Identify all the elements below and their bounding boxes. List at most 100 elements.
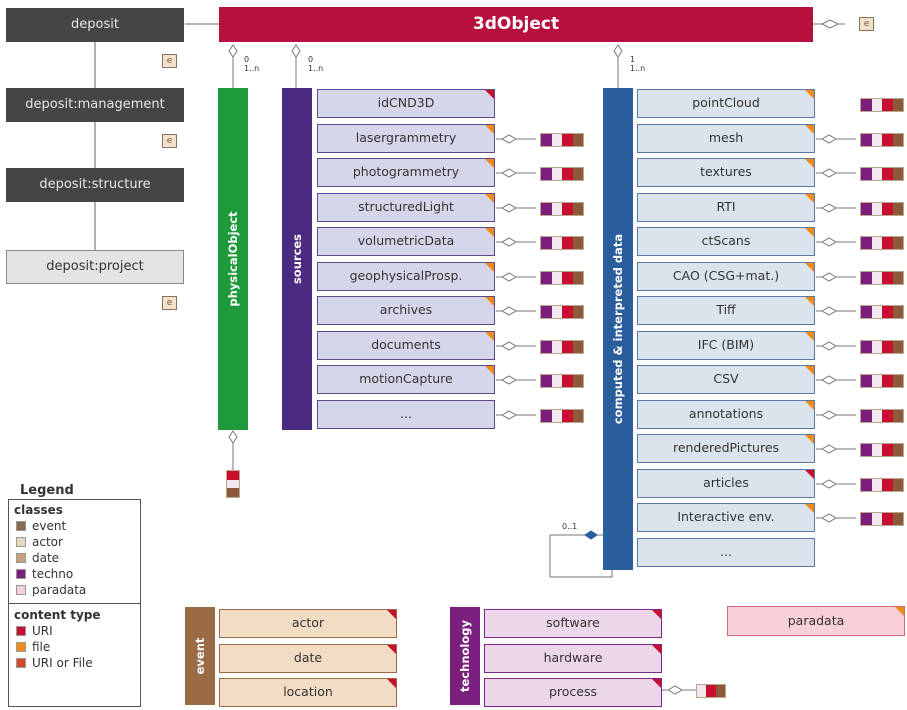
corner-icon xyxy=(387,644,396,654)
corner-icon xyxy=(805,193,814,203)
techno-chip xyxy=(540,167,584,181)
computed-item-2[interactable]: textures xyxy=(637,158,815,187)
legend-swatch xyxy=(16,537,26,547)
cardinality-sources: 0 1..n xyxy=(308,55,324,73)
source-item-7[interactable]: documents xyxy=(317,330,495,360)
computed-item-10[interactable]: renderedPictures xyxy=(637,434,815,463)
techno-chip xyxy=(540,270,584,285)
computed-item-12[interactable]: Interactive env. xyxy=(637,503,815,532)
aggregation-connector xyxy=(816,237,856,247)
legend-classes-row: actor xyxy=(9,534,140,550)
corner-icon xyxy=(387,610,396,619)
cardinality-computed: 1 1..n xyxy=(630,55,646,73)
aggregation-connector xyxy=(816,340,856,351)
computed-item-9[interactable]: annotations xyxy=(637,399,815,429)
corner-icon xyxy=(485,193,494,203)
sources-bar[interactable]: sources xyxy=(282,88,312,430)
expand-icon[interactable]: e xyxy=(162,54,177,68)
aggregation-connector xyxy=(816,444,856,454)
expand-icon[interactable]: e xyxy=(859,17,874,31)
legend-swatch xyxy=(16,658,26,668)
computed-item-label: annotations xyxy=(688,405,764,421)
legend-classes-title: classes xyxy=(14,503,63,517)
technology-item-1[interactable]: hardware xyxy=(484,643,662,673)
legend-swatch xyxy=(16,642,26,652)
event-item-1[interactable]: date xyxy=(219,643,397,673)
deposit-structure-box[interactable]: deposit:structure xyxy=(6,168,184,202)
source-item-9[interactable]: ... xyxy=(317,399,495,429)
deposit-project-box[interactable]: deposit:project xyxy=(6,250,184,284)
aggregation-connector xyxy=(816,271,856,282)
corner-icon xyxy=(805,400,814,410)
main-class-3dobject[interactable]: 3dObject xyxy=(219,7,813,42)
computed-item-8[interactable]: CSV xyxy=(637,365,815,394)
technology-bar[interactable]: technology xyxy=(450,607,480,705)
computed-item-1[interactable]: mesh xyxy=(637,123,815,153)
corner-icon xyxy=(805,124,814,134)
source-item-1[interactable]: lasergrammetry xyxy=(317,123,495,153)
computed-data-bar[interactable]: computed & interpreted data xyxy=(603,88,633,570)
corner-icon xyxy=(485,228,494,237)
process-chip xyxy=(696,684,726,698)
source-item-label: structuredLight xyxy=(358,198,454,214)
corner-icon xyxy=(485,159,494,168)
computed-item-label: CAO (CSG+mat.) xyxy=(672,267,780,283)
event-bar[interactable]: event xyxy=(185,607,215,705)
computed-item-13[interactable]: ... xyxy=(637,537,815,567)
technology-item-0[interactable]: software xyxy=(484,609,662,638)
source-item-5[interactable]: geophysicalProsp. xyxy=(317,261,495,291)
sources-label: sources xyxy=(290,233,304,285)
source-item-3[interactable]: structuredLight xyxy=(317,192,495,222)
event-item-2[interactable]: location xyxy=(219,678,397,707)
corner-icon xyxy=(895,607,904,616)
source-item-0[interactable]: idCND3D xyxy=(317,89,495,118)
techno-chip xyxy=(860,167,904,181)
source-item-8[interactable]: motionCapture xyxy=(317,365,495,394)
computed-item-7[interactable]: IFC (BIM) xyxy=(637,330,815,360)
computed-item-0[interactable]: pointCloud xyxy=(637,89,815,118)
techno-chip xyxy=(860,132,904,147)
techno-chip xyxy=(540,408,584,423)
computed-item-5[interactable]: CAO (CSG+mat.) xyxy=(637,261,815,291)
legend-label: event xyxy=(32,519,67,533)
event-item-0[interactable]: actor xyxy=(219,609,397,638)
event-item-label: date xyxy=(293,649,323,665)
computed-item-6[interactable]: Tiff xyxy=(637,296,815,325)
computed-item-label: CSV xyxy=(713,371,739,386)
source-item-4[interactable]: volumetricData xyxy=(317,227,495,256)
physical-object-label: physicalObject xyxy=(226,211,240,307)
technology-item-label: process xyxy=(548,684,598,699)
legend-swatch xyxy=(16,626,26,636)
technology-item-2[interactable]: process xyxy=(484,678,662,707)
legend-label: date xyxy=(32,551,60,565)
deposit-management-box[interactable]: deposit:management xyxy=(6,88,184,122)
expand-icon[interactable]: e xyxy=(162,296,177,310)
computed-item-label: ctScans xyxy=(701,233,751,248)
deposit-box[interactable]: deposit xyxy=(6,8,184,42)
aggregation-connector xyxy=(816,409,856,420)
legend-label: file xyxy=(32,640,51,654)
techno-chip xyxy=(540,236,584,250)
corner-icon xyxy=(805,262,814,272)
corner-icon xyxy=(652,644,661,654)
computed-item-11[interactable]: articles xyxy=(637,468,815,498)
paradata-box[interactable]: paradata xyxy=(727,606,905,636)
physical-object-bar[interactable]: physicalObject xyxy=(218,88,248,430)
expand-icon[interactable]: e xyxy=(162,134,177,148)
source-item-6[interactable]: archives xyxy=(317,296,495,325)
computed-item-label: Tiff xyxy=(716,302,736,317)
computed-item-label: renderedPictures xyxy=(672,440,780,455)
techno-chip xyxy=(860,236,904,250)
legend-swatch xyxy=(16,553,26,563)
source-item-2[interactable]: photogrammetry xyxy=(317,158,495,187)
technology-label: technology xyxy=(458,620,472,692)
corner-icon xyxy=(387,679,396,688)
corner-icon xyxy=(805,331,814,341)
computed-item-4[interactable]: ctScans xyxy=(637,227,815,256)
source-item-label: geophysicalProsp. xyxy=(349,267,463,283)
aggregation-connector xyxy=(816,133,856,144)
computed-item-3[interactable]: RTI xyxy=(637,192,815,222)
technology-item-label: hardware xyxy=(543,649,603,665)
